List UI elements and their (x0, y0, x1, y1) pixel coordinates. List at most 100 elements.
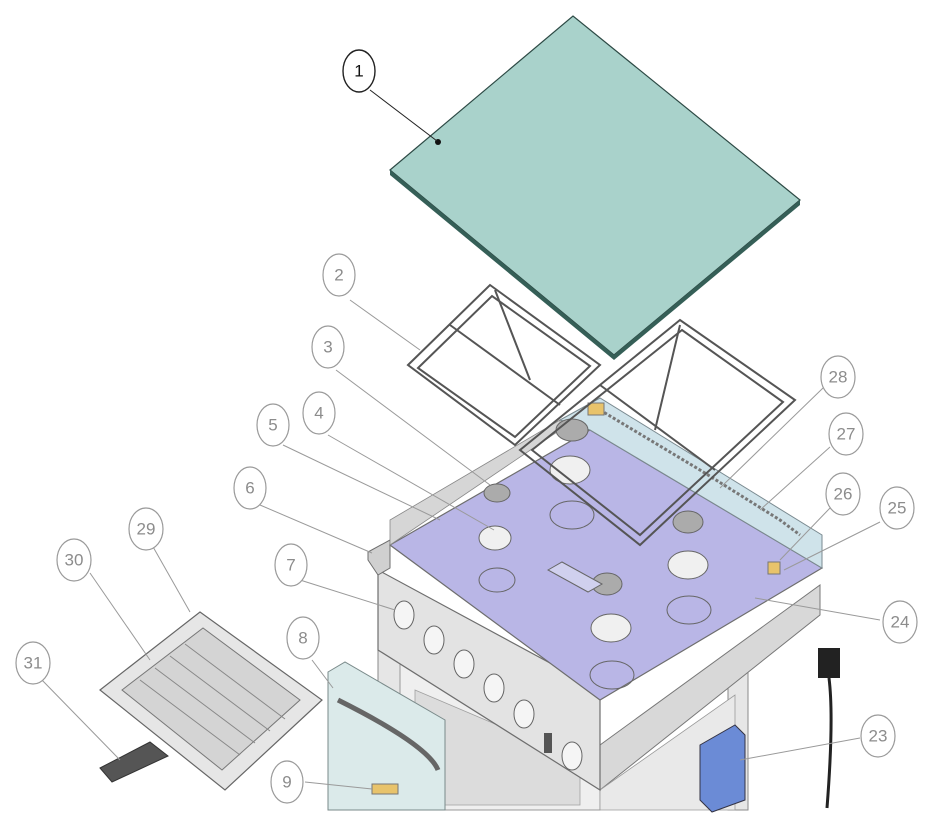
callout-circle (322, 253, 356, 297)
callout-label: 26 (834, 485, 853, 504)
leader-24 (754, 597, 881, 621)
glass-lid (389, 15, 801, 360)
burner-cap-small (483, 483, 511, 503)
callout-24: 24 (882, 600, 918, 644)
callout-label: 29 (137, 520, 156, 539)
callout-circle (256, 403, 290, 447)
callout-circle (15, 641, 51, 685)
callout-label: 25 (888, 499, 907, 518)
glass-lid-edge-right (614, 200, 800, 360)
callout-circle (882, 600, 918, 644)
callout-7: 7 (274, 543, 308, 587)
callout-label: 1 (354, 62, 363, 81)
door-hinge (371, 783, 399, 795)
pan-support-left-inner (416, 294, 592, 439)
leader-28 (719, 387, 824, 489)
pan-support-left-bar2 (494, 289, 531, 381)
callout-circle (879, 486, 915, 530)
knob-3 (453, 649, 475, 679)
leader-2 (349, 299, 421, 351)
burner-right (667, 550, 709, 580)
callout-circle (233, 466, 267, 510)
grill-pan (99, 611, 323, 791)
callout-circle (128, 507, 164, 551)
callout-circle (286, 616, 320, 660)
callout-circle (302, 391, 336, 435)
callout-label: 23 (869, 727, 888, 746)
pan-support-right (518, 318, 797, 547)
burner-base-right (666, 595, 712, 625)
gas-inlet-fitting (587, 402, 605, 416)
leader-23 (739, 737, 861, 761)
callout-label: 30 (65, 551, 84, 570)
leader-9 (304, 781, 373, 790)
mains-plug (818, 648, 840, 809)
leader-27 (759, 446, 831, 511)
pan-support-right-inner (530, 328, 785, 537)
grill-rack-wire (169, 655, 271, 732)
burner-front (590, 613, 632, 643)
callout-circle (820, 355, 856, 399)
oven-door-glass (327, 661, 446, 811)
glass-lid-top (389, 15, 801, 356)
callout-26: 26 (825, 472, 861, 516)
callout-label: 2 (334, 266, 343, 285)
leader-4 (327, 434, 495, 531)
knob-1 (393, 600, 415, 630)
burner-base-left (478, 567, 516, 593)
callout-circle (860, 714, 896, 758)
callout-4: 4 (302, 391, 336, 435)
callout-label: 31 (24, 654, 43, 673)
callout-circle (828, 412, 864, 456)
leader-7 (299, 579, 396, 611)
oven-door-handle (336, 697, 441, 772)
callout-2: 2 (322, 253, 356, 297)
callout-label: 9 (282, 773, 291, 792)
callout-circle (342, 49, 376, 93)
knob-6 (561, 741, 583, 771)
callout-30: 30 (56, 538, 92, 582)
burner-base-front (589, 660, 635, 690)
callout-label: 27 (837, 425, 856, 444)
knob-5 (513, 699, 535, 729)
control-knobs (393, 600, 583, 771)
leader-3 (335, 369, 491, 486)
leader-6 (259, 504, 373, 554)
plug-body (818, 648, 840, 678)
oven-door (327, 661, 446, 811)
leader-25 (783, 521, 881, 571)
callout-3: 3 (311, 325, 345, 369)
leader-5 (282, 444, 441, 521)
burner-cap-right (672, 510, 704, 534)
callout-circle (825, 472, 861, 516)
callout-label: 6 (245, 479, 254, 498)
pan-support-right-bar2 (654, 324, 681, 431)
burner-base-wok (549, 500, 595, 530)
callout-5: 5 (256, 403, 290, 447)
callout-27: 27 (828, 412, 864, 456)
leader-30 (89, 572, 151, 661)
leader-lines (39, 89, 881, 790)
pan-support-left-bar1 (449, 324, 561, 406)
burner-wok (549, 455, 591, 485)
grill-pan-handle (99, 741, 169, 783)
callout-31: 31 (15, 641, 51, 685)
leader-8 (311, 659, 334, 689)
callout-1: 1 (342, 49, 376, 93)
grill-pan-inner (121, 627, 301, 771)
ignition-button (544, 733, 552, 753)
callout-29: 29 (128, 507, 164, 551)
gas-rail (599, 408, 801, 537)
callout-label: 7 (286, 556, 295, 575)
grill-rack-wire (154, 667, 256, 744)
burner-left (478, 525, 512, 551)
left-edge (367, 539, 391, 576)
callouts: 1 2 3 4 5 6 7 8 (15, 49, 918, 804)
callout-label: 5 (268, 416, 277, 435)
pan-supports (406, 283, 797, 547)
grill-rack-wire (184, 643, 286, 720)
centre-slot-plate (546, 561, 604, 593)
callout-label: 3 (323, 338, 332, 357)
